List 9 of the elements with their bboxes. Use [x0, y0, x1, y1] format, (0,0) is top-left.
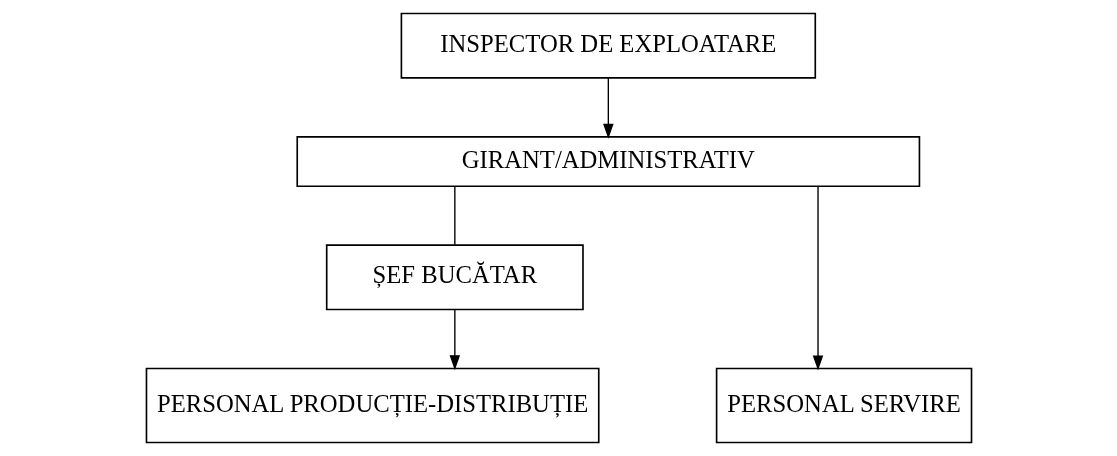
arrow	[602, 77, 614, 139]
node-box: PERSONAL SERVIRE	[715, 367, 972, 444]
node-box: PERSONAL PRODUCȚIE-DISTRIBUȚIE	[145, 367, 600, 444]
arrow	[449, 309, 460, 371]
arrow	[812, 185, 823, 371]
node-box: GIRANT/ADMINISTRATIV	[295, 136, 920, 187]
connector	[453, 186, 456, 246]
node-box: INSPECTOR DE EXPLOATARE	[400, 12, 816, 79]
node-box: ȘEF BUCĂTAR	[325, 244, 584, 311]
